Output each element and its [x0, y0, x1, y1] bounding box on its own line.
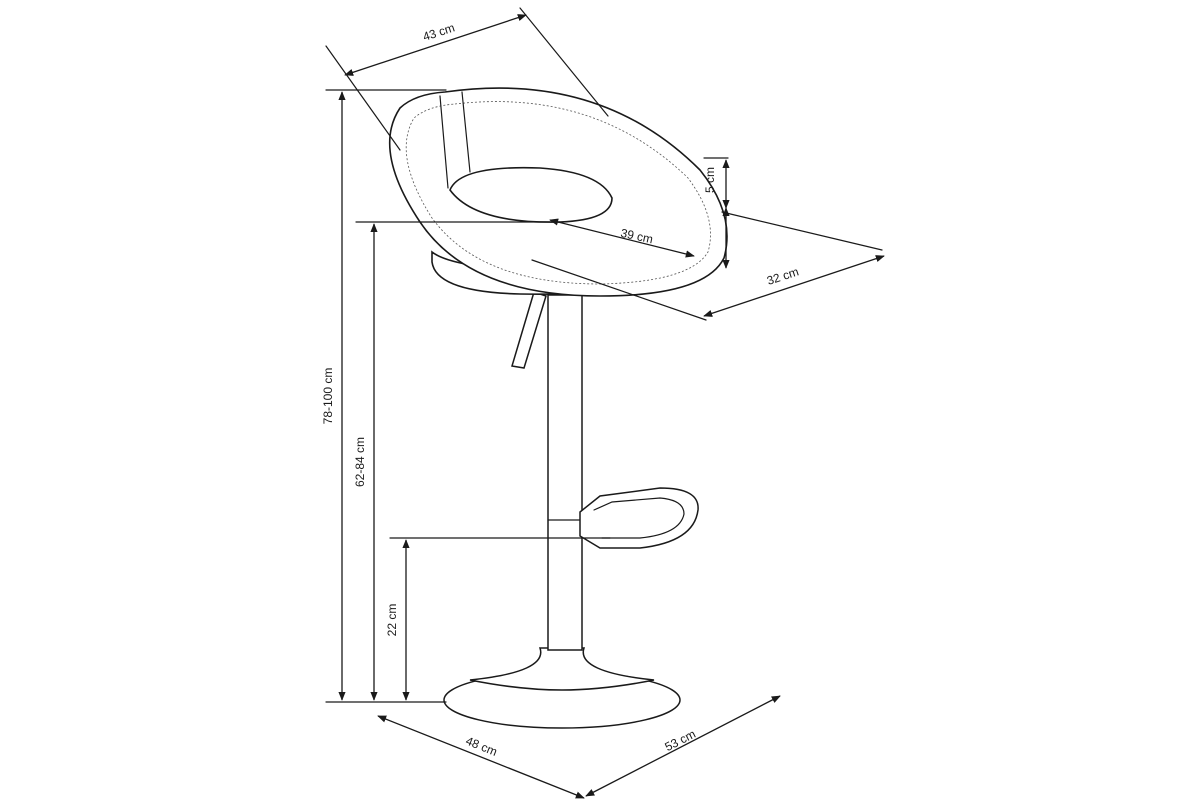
stool [388, 87, 728, 729]
label-backrest-thickness: 5 cm [703, 167, 717, 193]
label-seat-height: 62-84 cm [353, 437, 367, 487]
dim-seat-height: 62-84 cm [353, 221, 561, 701]
label-base-width: 48 cm [464, 734, 500, 759]
label-seat-depth: 32 cm [765, 264, 800, 287]
label-seat-width: 39 cm [619, 226, 654, 246]
label-base-depth: 53 cm [662, 727, 697, 754]
label-total-height: 78-100 cm [321, 368, 335, 425]
dim-total-height: 78-100 cm [321, 89, 447, 703]
height-lever [511, 291, 547, 369]
dim-seat-width: 39 cm [549, 218, 695, 258]
label-footrest-height: 22 cm [385, 604, 399, 637]
foot-ring [579, 487, 699, 549]
dim-footrest-height: 22 cm [385, 537, 611, 701]
dim-backrest-thickness: 5 cm [703, 157, 730, 209]
stool-column [547, 294, 583, 651]
seat-shell [388, 87, 728, 297]
stool-base [443, 647, 681, 729]
